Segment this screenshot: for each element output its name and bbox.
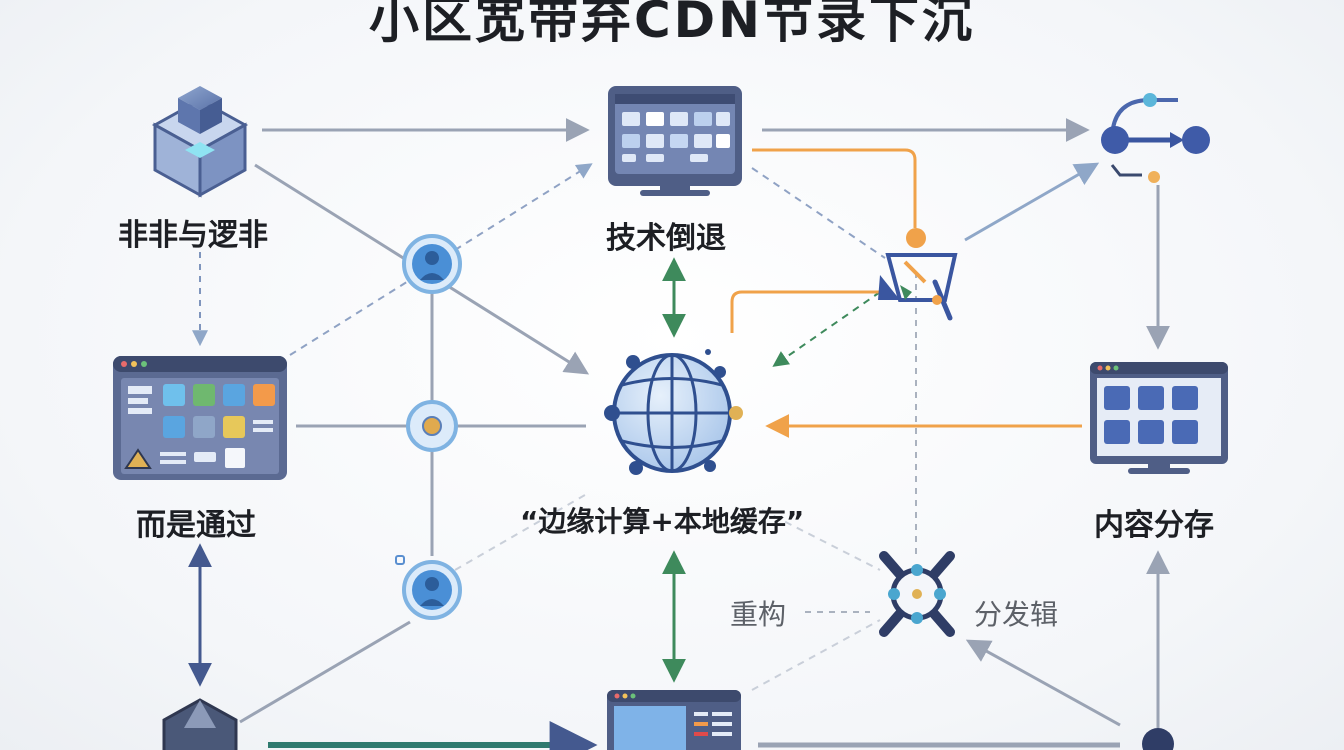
dashed-center-to-hub (761, 509, 881, 571)
label-top-left: 非非与逻非 (118, 218, 268, 253)
arrow-funnel-to-topright (964, 162, 1100, 242)
label-lower-right: 分发辑 (974, 598, 1059, 631)
cube-icon (151, 86, 249, 198)
diamond-gem-icon (162, 698, 238, 750)
person-node-upper (402, 234, 462, 294)
dashed-funnel-to-center (772, 291, 881, 367)
dashed-midleft-to-person (289, 279, 411, 356)
orange-topcenter-to-funnel (752, 148, 917, 228)
line-bottomleft-to-person (239, 620, 411, 724)
funnel-icon (878, 228, 958, 321)
bottom-window-icon (607, 690, 741, 750)
page-title: 小区宽带弃CDN节录下沉 (368, 0, 976, 49)
person-node-lower (395, 555, 462, 620)
center-dot-node (406, 400, 458, 452)
label-mid-right: 内容分存 (1094, 508, 1214, 543)
label-top-center: 技术倒退 (606, 221, 726, 256)
arrow-bottomright-to-hub (965, 639, 1121, 727)
dashed-bottomcenter-to-hub (751, 619, 881, 691)
label-center: “边缘计算+本地缓存” (520, 505, 805, 538)
hub-cross-icon (879, 551, 955, 637)
dashed-topcenter-to-funnel (751, 167, 886, 259)
dashed-person-to-topcenter (454, 163, 593, 251)
orange-funnel-to-center (730, 290, 880, 333)
label-mid-left: 而是通过 (136, 508, 256, 543)
monitor-grid-icon (1090, 362, 1228, 474)
app-window-icon (113, 356, 287, 480)
globe-network-icon (604, 349, 743, 475)
monitor-dashboard-icon (608, 86, 742, 196)
label-lower-left: 重构 (730, 598, 787, 631)
bottom-right-node-icon (1142, 728, 1174, 750)
flow-nodes-icon (1101, 93, 1210, 183)
